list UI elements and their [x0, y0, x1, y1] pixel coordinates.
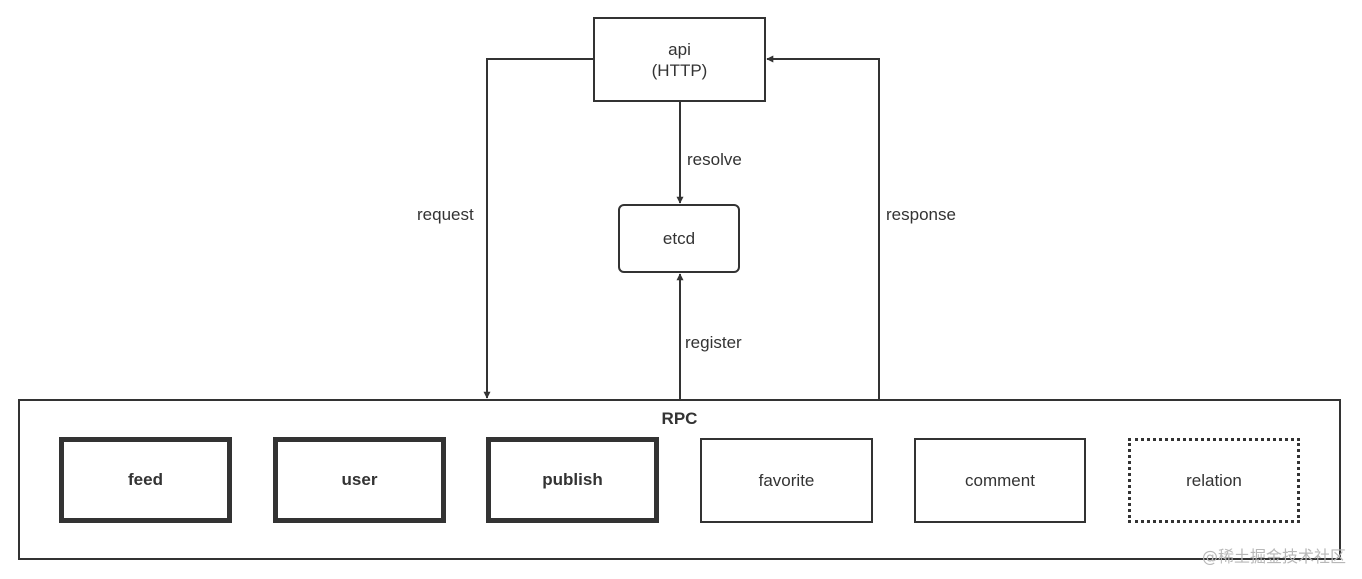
service-label: relation: [1186, 470, 1242, 490]
api-node-subtitle: (HTTP): [651, 60, 708, 80]
etcd-node-label: etcd: [662, 228, 696, 248]
service-comment: comment: [914, 438, 1086, 523]
service-publish: publish: [486, 437, 659, 523]
api-node: api (HTTP): [593, 17, 766, 102]
service-feed: feed: [59, 437, 232, 523]
service-label: feed: [128, 470, 163, 489]
service-relation: relation: [1128, 438, 1300, 523]
request-edge: [483, 58, 593, 399]
service-label: favorite: [758, 470, 815, 490]
response-edge: [766, 55, 880, 399]
rpc-container: RPC feed user publish favorite comment r…: [18, 399, 1341, 560]
rpc-label: RPC: [661, 409, 698, 428]
service-user: user: [273, 437, 446, 523]
request-label: request: [417, 205, 474, 225]
service-label: comment: [965, 470, 1035, 490]
response-label: response: [886, 205, 956, 225]
service-favorite: favorite: [700, 438, 873, 523]
resolve-label: resolve: [687, 150, 742, 170]
register-label: register: [685, 333, 742, 353]
service-label: user: [341, 470, 378, 489]
etcd-node: etcd: [618, 204, 740, 273]
watermark: @稀土掘金技术社区: [1201, 547, 1346, 566]
service-label: publish: [542, 470, 603, 489]
api-node-title: api: [668, 39, 691, 59]
